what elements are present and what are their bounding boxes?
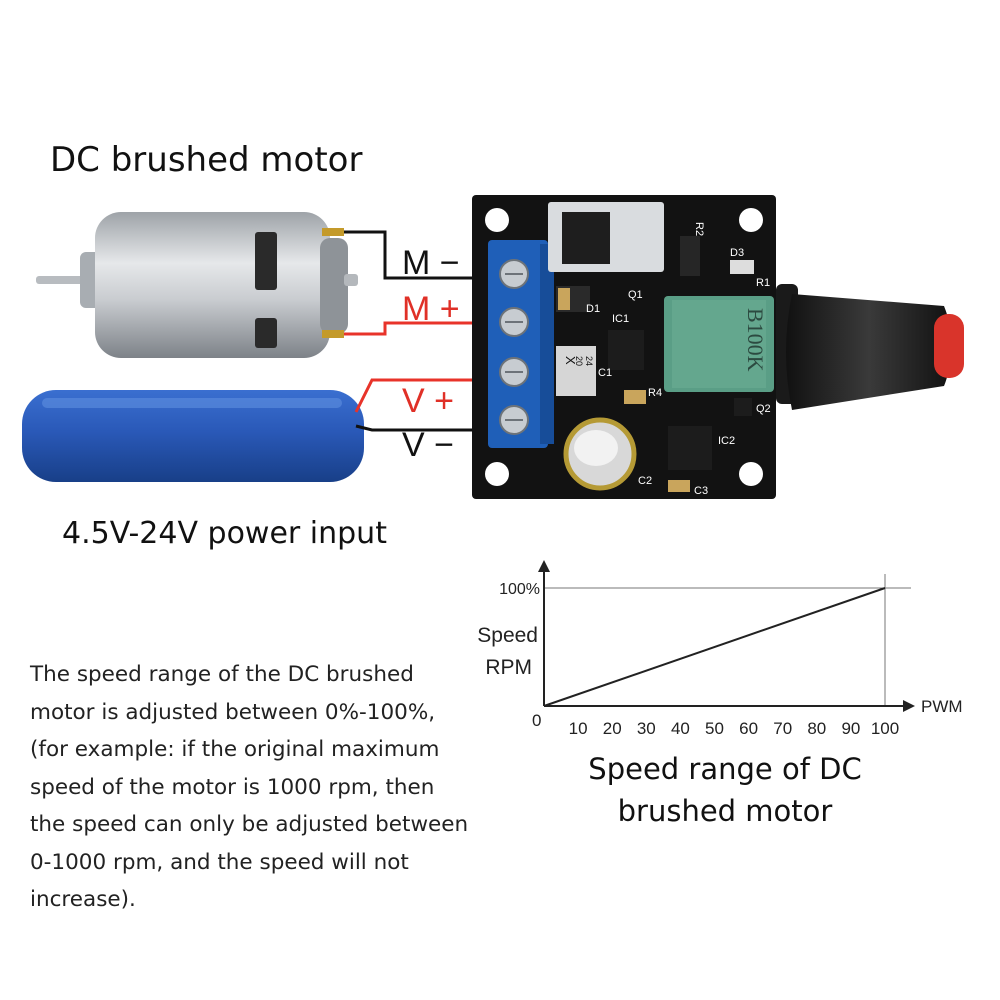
- y-axis-label-line1: Speed: [477, 624, 538, 647]
- silk-r2: R2: [693, 222, 705, 236]
- wire-v-minus: [355, 424, 500, 432]
- knob-body: [786, 294, 952, 410]
- y-axis-arrow: [538, 560, 550, 572]
- silk-r1: R1: [756, 277, 770, 289]
- diode-marking-box: [556, 346, 596, 396]
- x-tick-label: 70: [773, 719, 792, 738]
- motor-terminal-top: [322, 228, 344, 236]
- mount-hole: [739, 462, 763, 486]
- silk-c3: C3: [694, 485, 708, 497]
- product-illustration: M − M + V + V −: [22, 195, 964, 499]
- mount-hole: [739, 208, 763, 232]
- battery: [22, 390, 364, 482]
- knob-cap: [934, 314, 964, 378]
- mount-hole: [485, 208, 509, 232]
- wire-v-plus: [354, 378, 500, 413]
- x-tick-label: 30: [637, 719, 656, 738]
- silk-q1: Q1: [628, 289, 643, 301]
- x-tick-label: 10: [569, 719, 588, 738]
- x-tick-label: 100: [871, 719, 899, 738]
- pot-label: B100K: [743, 308, 768, 372]
- motor-title: DC brushed motor: [50, 140, 363, 180]
- silk-d1: D1: [586, 303, 600, 315]
- pcb-board: R2 D3 R1 D1 IC1 C1 R4 Q2 IC2 C2 C3 Q1 B1…: [472, 195, 776, 499]
- silk-c2: C2: [638, 475, 652, 487]
- label-v-minus: V −: [402, 426, 454, 464]
- x-tick-label: 20: [603, 719, 622, 738]
- mosfet: [562, 212, 610, 264]
- ic2: [668, 426, 712, 470]
- speed-knob: [776, 284, 964, 410]
- x-tick-label: 50: [705, 719, 724, 738]
- silk-ic1: IC1: [612, 313, 629, 325]
- wire-m-plus: [344, 321, 500, 336]
- silk-d3: D3: [730, 247, 744, 259]
- silk-c1: C1: [598, 367, 612, 379]
- wires: [344, 230, 500, 432]
- speed-series-line: [543, 587, 886, 707]
- diode-marking-text: 20: [574, 356, 584, 366]
- mount-hole: [485, 462, 509, 486]
- diode-marking-text: 24: [584, 356, 594, 366]
- terminal-block: [488, 240, 548, 448]
- label-m-plus: M +: [402, 290, 460, 328]
- x-tick-label: 80: [807, 719, 826, 738]
- motor-terminal-bottom: [322, 330, 344, 338]
- x-tick-label: 40: [671, 719, 690, 738]
- x-tick-label: 60: [739, 719, 758, 738]
- speed-description: The speed range of the DC brushed motor …: [30, 662, 469, 912]
- silk-ic2: IC2: [718, 435, 735, 447]
- ic1: [608, 330, 644, 370]
- label-m-minus: M −: [402, 244, 460, 282]
- silk-q2: Q2: [756, 403, 771, 415]
- y-tick-label-100: 100%: [499, 581, 540, 598]
- power-input-caption: 4.5V-24V power input: [62, 516, 387, 551]
- origin-label: 0: [532, 711, 541, 730]
- y-axis-label-line2: RPM: [485, 656, 532, 679]
- chart-title: Speed range of DC brushed motor: [588, 752, 862, 828]
- x-axis-arrow: [903, 700, 915, 712]
- diode-marking-text: X: [563, 356, 578, 365]
- x-tick-label: 90: [841, 719, 860, 738]
- x-axis-label: PWM: [921, 697, 963, 716]
- silk-r4: R4: [648, 387, 662, 399]
- wire-m-minus: [344, 230, 500, 280]
- label-v-plus: V +: [402, 382, 454, 420]
- dc-motor: [36, 212, 358, 358]
